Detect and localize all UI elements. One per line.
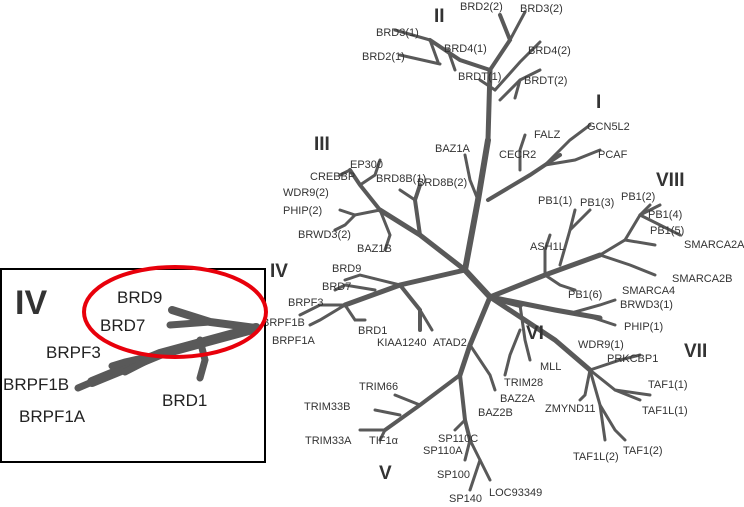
inset-leaf-label: BRD1	[162, 391, 207, 410]
leaf-label: BRDT(1)	[458, 71, 501, 83]
leaf-label: TAF1L(1)	[642, 405, 688, 417]
leaf-label: GCN5L2	[587, 121, 630, 133]
inset-leaf-label: BRPF1A	[19, 407, 86, 426]
leaf-label: SMARCA2A	[684, 239, 744, 251]
leaf-label: BRPF1A	[272, 335, 315, 347]
leaf-label: PHIP(1)	[624, 321, 663, 333]
leaf-label: BRD2(1)	[362, 51, 405, 63]
inset-leaf-label: BRPF1B	[3, 375, 69, 394]
leaf-label: CECR2	[499, 149, 536, 161]
leaf-label: SP100	[437, 469, 470, 481]
leaf-labels: BRD2(2) BRD3(2) BRD3(1) BRD4(1) BRD4(2) …	[262, 1, 744, 505]
leaf-label: BRWD3(2)	[298, 229, 351, 241]
group-label-ii: II	[434, 6, 445, 27]
leaf-label: TAF1(1)	[648, 379, 688, 391]
leaf-label: EP300	[350, 159, 383, 171]
leaf-label: BRD9	[332, 263, 361, 275]
leaf-label: ZMYND11	[545, 403, 596, 415]
leaf-label: BAZ1B	[357, 243, 392, 255]
leaf-label: BRD4(2)	[528, 45, 571, 57]
leaf-label: BAZ2A	[500, 393, 536, 405]
group-label-viii: VIII	[656, 170, 685, 191]
leaf-label: TIF1α	[369, 435, 399, 447]
leaf-label: BRDT(2)	[524, 75, 567, 87]
group-label-vii: VII	[684, 341, 707, 362]
leaf-label: BRD8B(1)	[376, 173, 426, 185]
leaf-label: ASH1L	[530, 241, 565, 253]
leaf-label: KIAA1240	[377, 337, 427, 349]
leaf-label: BRD3(2)	[520, 3, 563, 15]
leaf-label: BRPF3	[288, 297, 323, 309]
inset-frame	[0, 268, 266, 463]
group-label-iii: III	[314, 134, 330, 155]
leaf-label: BAZ1A	[435, 143, 471, 155]
highlight-ellipse	[82, 265, 268, 359]
leaf-label: SMARCA4	[622, 285, 675, 297]
group-label-vi: VI	[526, 323, 544, 344]
leaf-label: FALZ	[534, 129, 561, 141]
leaf-label: PHIP(2)	[283, 205, 322, 217]
leaf-label: PB1(5)	[650, 225, 684, 237]
leaf-label: TAF1L(2)	[573, 451, 619, 463]
leaf-label: ATAD2	[433, 337, 467, 349]
leaf-label: SP110A	[423, 445, 463, 457]
leaf-label: TRIM33B	[304, 401, 350, 413]
leaf-label: WDR9(1)	[578, 339, 624, 351]
leaf-label: PB1(6)	[568, 289, 602, 301]
leaf-label: BRD2(2)	[460, 1, 503, 13]
leaf-label: PCAF	[598, 149, 628, 161]
tree-branches	[298, 10, 682, 492]
inset-leaf-label: BRPF3	[46, 343, 101, 362]
leaf-label: PB1(1)	[538, 195, 572, 207]
group-label-iv: IV	[270, 261, 288, 282]
leaf-label: MLL	[540, 361, 561, 373]
leaf-label: PB1(4)	[648, 209, 682, 221]
leaf-label: PB1(2)	[621, 191, 655, 203]
leaf-label: TAF1(2)	[623, 445, 663, 457]
leaf-label: BRD3(1)	[376, 27, 419, 39]
leaf-label: PRKCBP1	[607, 353, 658, 365]
leaf-label: BRWD3(1)	[620, 299, 673, 311]
leaf-label: SP110C	[438, 433, 478, 445]
leaf-label: BRD4(1)	[444, 43, 487, 55]
leaf-label: BAZ2B	[478, 407, 513, 419]
leaf-label: BRD7	[322, 281, 351, 293]
leaf-label: BRD8B(2)	[417, 177, 467, 189]
inset-leaf-label: BRD9	[117, 288, 162, 307]
leaf-label: BRD1	[358, 325, 387, 337]
inset-group-label: IV	[15, 284, 47, 322]
leaf-label: TRIM33A	[305, 435, 352, 447]
leaf-label: TRIM66	[359, 381, 398, 393]
leaf-label: SP140	[449, 493, 482, 505]
inset-panel: IV BRD9 BRD7 BRPF3 BRPF1B BRPF1A BRD1	[0, 265, 268, 463]
group-label-v: V	[379, 463, 392, 484]
leaf-label: TRIM28	[504, 377, 543, 389]
group-label-i: I	[596, 92, 601, 113]
leaf-label: CREBBP	[310, 171, 355, 183]
leaf-label: SMARCA2B	[672, 273, 733, 285]
leaf-label: PB1(3)	[580, 197, 614, 209]
inset-leaf-label: BRD7	[100, 316, 145, 335]
leaf-label: LOC93349	[489, 487, 542, 499]
leaf-label: WDR9(2)	[283, 187, 329, 199]
leaf-label: BRPF1B	[262, 317, 305, 329]
